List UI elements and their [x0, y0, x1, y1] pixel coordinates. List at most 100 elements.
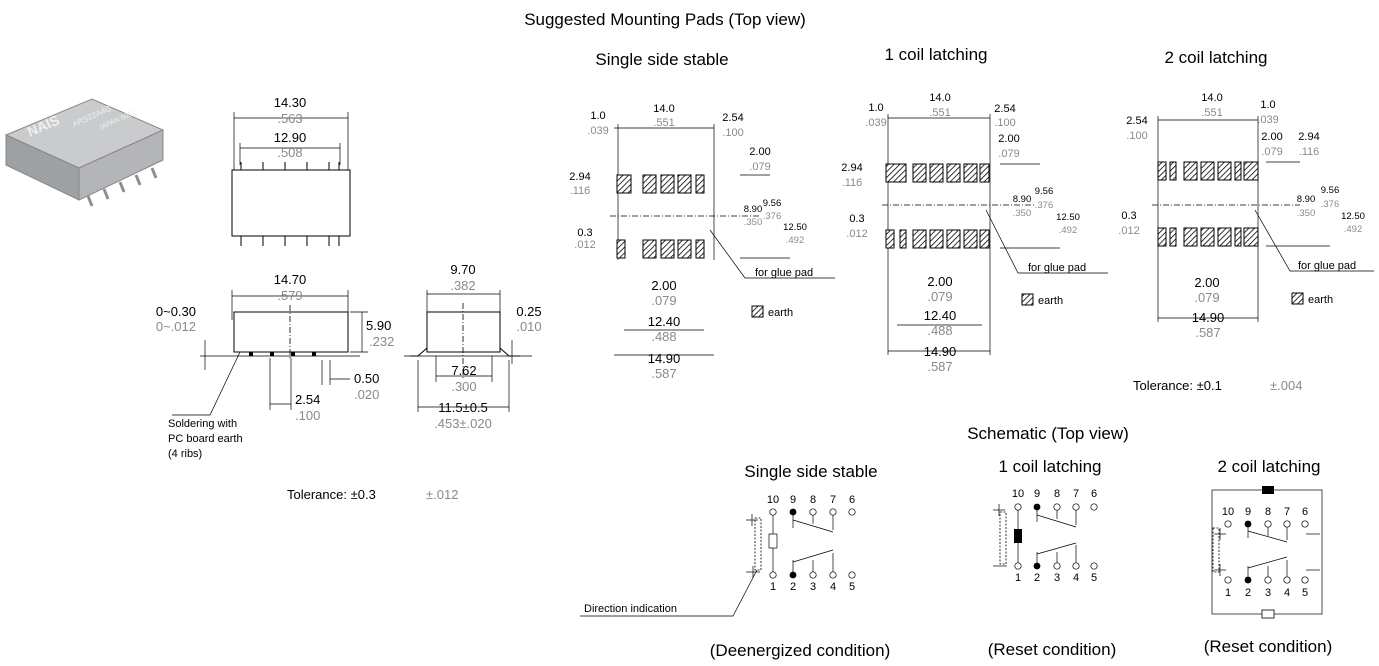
outer-width-in-c: .587 [1195, 325, 1220, 340]
pads-1coil-latching: 1.0 .039 14.0 .551 2.54 .100 2.00 .079 2… [841, 92, 1108, 374]
pin-9-b: 9 [1034, 488, 1040, 500]
outer-width-mm-a: 14.90 [648, 351, 681, 366]
pin-8-c: 8 [1265, 506, 1271, 518]
schematic-heading-2coil: 2 coil latching [1217, 457, 1320, 476]
bottom-pitch-in-b: .079 [927, 289, 952, 304]
side-length-in: .579 [277, 288, 302, 303]
schematic-single-side-stable: 10 9 8 7 6 1 2 3 4 5 Direct [580, 494, 890, 660]
end-width-in: .382 [450, 278, 475, 293]
lead-thickness-in: .010 [516, 319, 541, 334]
gap-in-b: .012 [846, 228, 867, 240]
note-line-1: Soldering with [168, 418, 237, 430]
pin-6-b: 6 [1091, 488, 1097, 500]
row-spacing-in: .300 [451, 379, 476, 394]
earth-legend-a: earth [768, 307, 793, 319]
row-inner-in-c: .350 [1297, 208, 1316, 219]
gap-mm-b: 0.3 [849, 213, 864, 225]
relay-photo: NAIS ARS22A4G JAPAN 6081 [4, 98, 165, 207]
row-outer-in-a: .492 [786, 235, 805, 246]
side-length-mm: 14.70 [274, 272, 307, 287]
pin-1-a: 1 [770, 581, 776, 593]
span-in: .551 [653, 117, 674, 129]
outer-width-in-a: .587 [651, 366, 676, 381]
package-tolerance-inch: ±.012 [426, 487, 458, 502]
pad-width-in-b: .039 [865, 117, 886, 129]
pads-heading-1coil: 1 coil latching [884, 45, 987, 64]
pitch-in-a: .100 [722, 127, 743, 139]
inner-width-mm-a: 12.40 [648, 314, 681, 329]
pad-width-mm: 1.0 [590, 110, 605, 122]
gap-in-c: .012 [1118, 225, 1139, 237]
earth-legend-swatch-c [1291, 292, 1304, 305]
pin-4-a: 4 [830, 581, 836, 593]
pad-width-in: .039 [587, 125, 608, 137]
pads-heading-2coil: 2 coil latching [1164, 48, 1267, 67]
package-side-view: 14.70 .579 0~0.30 0~.012 5.90 .232 0.50 … [156, 272, 394, 460]
row-inner-mm-b: 8.90 [1013, 194, 1032, 205]
pad-height-in-a: .116 [570, 185, 591, 197]
reset-caption-1coil: (Reset condition) [988, 640, 1117, 659]
row-mid-mm-a: 9.56 [763, 198, 782, 209]
outer-width-mm-c: 14.90 [1192, 310, 1225, 325]
row-inner-in-a: .350 [744, 217, 763, 228]
inner-width-in-b: .488 [927, 323, 952, 338]
pin-6-c: 6 [1302, 506, 1308, 518]
glue-pad-label-a: for glue pad [755, 267, 813, 279]
pin-5-c: 5 [1302, 587, 1308, 599]
pad-width-mm-b: 1.0 [868, 102, 883, 114]
height-in: .232 [369, 334, 394, 349]
row-outer-mm-b: 12.50 [1056, 212, 1080, 223]
pin-1-c: 1 [1225, 587, 1231, 599]
pads-2coil-latching: 2.54 .100 14.0 .551 1.0 .039 2.00 .079 2… [1118, 92, 1374, 340]
row-mid-mm-c: 9.56 [1321, 185, 1340, 196]
pin-10-b: 10 [1012, 488, 1024, 500]
pin-3-c: 3 [1265, 587, 1271, 599]
pin-7-c: 7 [1284, 506, 1290, 518]
pin-10-c: 10 [1222, 506, 1234, 518]
pin-3-a: 3 [810, 581, 816, 593]
pin-1-b: 1 [1015, 572, 1021, 584]
pitch-in-c: .100 [1126, 130, 1147, 142]
deenergized-caption: (Deenergized condition) [710, 641, 891, 660]
bottom-pitch-in-c: .079 [1194, 290, 1219, 305]
pin-10-a: 10 [767, 494, 779, 506]
note-line-2: PC board earth [168, 433, 243, 445]
pin-4-c: 4 [1284, 587, 1290, 599]
pitch-mm-a: 2.54 [722, 112, 743, 124]
pad-width-in-c: .039 [1257, 114, 1278, 126]
row-mid-in-a: .376 [763, 211, 782, 222]
pin-6-a: 6 [849, 494, 855, 506]
pad-height-mm-a: 2.94 [569, 171, 590, 183]
row-mid-in-b: .376 [1035, 200, 1054, 211]
overall-width-in: .453±.020 [434, 416, 492, 431]
direction-indication: Direction indication [584, 603, 677, 615]
glue-pad-label-c: for glue pad [1298, 260, 1356, 272]
pitch-mm-b: 2.54 [994, 103, 1015, 115]
pin-3-b: 3 [1054, 572, 1060, 584]
note-line-3: (4 ribs) [168, 448, 202, 460]
inner-width-in-a: .488 [651, 329, 676, 344]
pin-5-b: 5 [1091, 572, 1097, 584]
pitch-mm-c: 2.54 [1126, 115, 1147, 127]
inner-width-mm-b: 12.40 [924, 308, 957, 323]
pin-7-a: 7 [830, 494, 836, 506]
span-mm-b: 14.0 [929, 92, 950, 104]
package-end-view: 9.70 .382 0.25 .010 7.62 .300 11.5±0.5 .… [404, 262, 542, 431]
pad-width-mm-c: 1.0 [1260, 99, 1275, 111]
schematic-heading-single: Single side stable [744, 462, 877, 481]
outer-width-mm-b: 14.90 [924, 344, 957, 359]
row-outer-mm-a: 12.50 [783, 222, 807, 233]
outer-width-in-b: .587 [927, 359, 952, 374]
gap-mm-c: 0.3 [1121, 210, 1136, 222]
bottom-pitch-mm-b: 2.00 [927, 274, 952, 289]
lead-thickness-mm: 0.25 [516, 304, 541, 319]
earth-legend-swatch-b [1021, 293, 1034, 306]
pad-length-mm-a: 2.00 [749, 146, 770, 158]
overall-width-mm: 11.5±0.5 [438, 400, 488, 415]
reset-caption-2coil: (Reset condition) [1204, 637, 1333, 656]
pad-length-in-a: .079 [749, 161, 770, 173]
pin-8-b: 8 [1054, 488, 1060, 500]
top-pin-span-mm: 12.90 [274, 130, 307, 145]
